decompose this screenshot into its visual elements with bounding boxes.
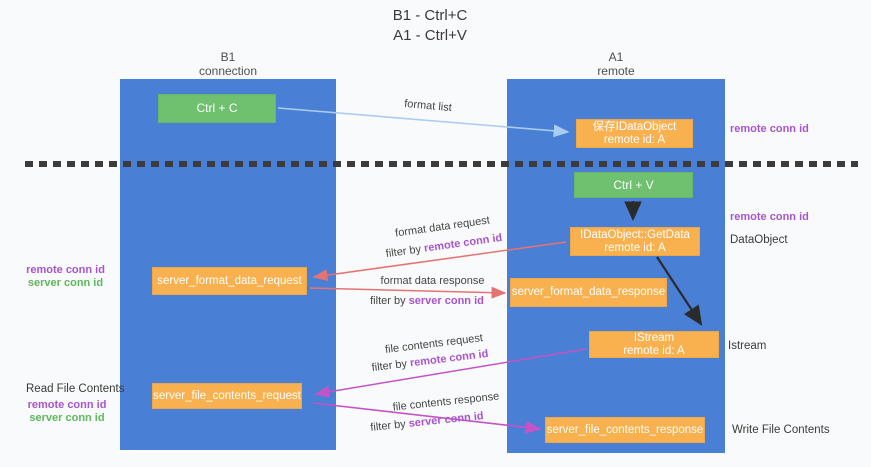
left-server-conn-id-mid: server conn id: [27, 277, 104, 289]
server-format-data-request-label: server_format_data_request: [157, 274, 302, 287]
dataobject-label: DataObject: [730, 234, 788, 246]
title-line-1: B1 - Ctrl+C: [392, 7, 468, 24]
lane-b1-name: B1: [220, 50, 236, 64]
lane-a1-name: A1: [608, 50, 624, 64]
server-format-data-response-box: server_format_data_response: [510, 278, 667, 307]
lane-b1-subtitle: connection: [198, 64, 258, 78]
save-idataobject-box: 保存IDataObject remote id: A: [576, 119, 693, 148]
server-format-data-request-box: server_format_data_request: [152, 267, 307, 295]
format-data-response-filter-label: filter by server conn id: [363, 295, 491, 307]
left-remote-conn-id-bottom: remote conn id: [27, 399, 107, 411]
istream-line1: IStream: [633, 331, 675, 344]
istream-box: IStream remote id: A: [589, 331, 719, 358]
file-contents-response-filter-label: filter by server conn id: [363, 409, 492, 434]
format-list-label: format list: [403, 97, 453, 115]
lane-header-b1-connection: B1 connection: [120, 50, 336, 78]
read-file-contents-label: Read File Contents: [26, 383, 125, 395]
ctrl-c-box: Ctrl + C: [158, 94, 276, 123]
server-file-contents-response-box: server_file_contents_response: [545, 417, 705, 443]
right-remote-conn-id-mid: remote conn id: [730, 211, 809, 223]
format-data-response-arrow: [309, 286, 507, 299]
ctrl-v-box: Ctrl + V: [574, 172, 693, 198]
server-file-contents-request-label: server_file_contents_request: [153, 389, 301, 402]
left-server-conn-id-bottom: server conn id: [29, 412, 105, 424]
server-format-data-response-label: server_format_data_response: [511, 286, 666, 298]
getdata-line2: remote id: A: [604, 241, 666, 254]
lane-a1-subtitle: remote: [597, 64, 635, 78]
write-file-contents-label: Write File Contents: [732, 424, 830, 436]
diagram-title: B1 - Ctrl+C A1 - Ctrl+V: [330, 6, 530, 46]
server-file-contents-request-box: server_file_contents_request: [152, 383, 302, 409]
server-conn-id-text: server conn id: [408, 410, 485, 430]
save-idataobject-line1: 保存IDataObject: [592, 120, 677, 133]
format-data-response-label: format data response: [380, 275, 485, 287]
istream-line2: remote id: A: [623, 344, 685, 357]
filter-by-prefix: filter by: [385, 243, 422, 261]
left-conn-id-block-bottom: remote conn id server conn id: [22, 399, 112, 425]
remote-conn-id-text: remote conn id: [423, 231, 503, 255]
save-idataobject-line2: remote id: A: [603, 133, 666, 146]
filter-by-prefix: filter by: [371, 357, 408, 375]
left-conn-id-block-mid: remote conn id server conn id: [18, 264, 113, 290]
right-remote-conn-id-top: remote conn id: [730, 123, 809, 135]
ctrl-c-label: Ctrl + C: [196, 101, 238, 115]
filter-by-prefix: filter by: [369, 418, 407, 434]
lane-header-a1-remote: A1 remote: [507, 50, 725, 78]
server-conn-id-text: server conn id: [408, 295, 484, 307]
idataobject-getdata-box: IDataObject::GetData remote id: A: [570, 227, 700, 256]
filter-by-prefix: filter by: [370, 295, 406, 307]
getdata-line1: IDataObject::GetData: [580, 228, 690, 241]
title-line-2: A1 - Ctrl+V: [393, 27, 467, 44]
istream-side-label: Istream: [728, 340, 767, 352]
ctrl-v-label: Ctrl + V: [613, 177, 654, 192]
dashed-divider: [25, 161, 858, 167]
left-remote-conn-id-mid: remote conn id: [26, 264, 105, 276]
server-file-contents-response-label: server_file_contents_response: [546, 423, 704, 436]
